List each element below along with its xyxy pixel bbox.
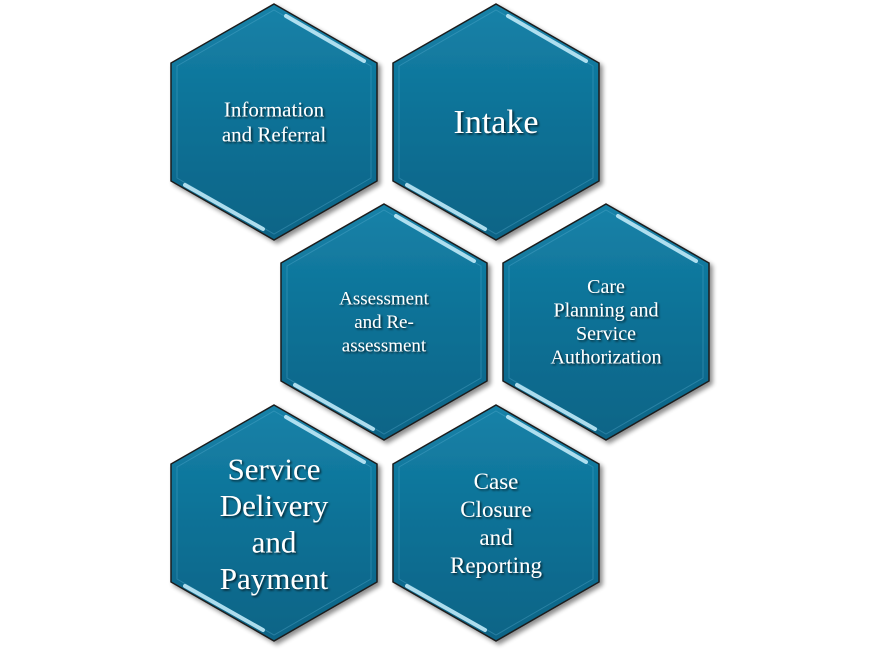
hexagon-highlight-bottom [515, 383, 597, 431]
hexagon-highlight-bottom [183, 584, 265, 632]
hexagon-label-line: Payment [220, 560, 329, 595]
hexagon-assessment-and-reassessment: Assessment and Re-assessment [280, 203, 488, 441]
hexagon-bevel [176, 9, 372, 235]
hexagon-label-line: and Re- [354, 312, 414, 333]
hexagon-label-line: and Referral [222, 123, 327, 147]
hexagon-highlight-bottom [183, 183, 265, 231]
hexagon-highlight-top [506, 14, 588, 63]
hexagon-label-line: Planning and [554, 299, 659, 321]
hexagon-highlight-bottom [405, 584, 487, 632]
hexagon-shape [170, 404, 378, 642]
hexagon-label-line: Assessment [339, 288, 429, 309]
hexagon-label-line: Intake [454, 104, 539, 141]
hexagon-bevel [176, 410, 372, 636]
hexagon-label-line: Information [224, 98, 325, 122]
hexagon-intake: Intake [392, 3, 600, 241]
hexagon-label-line: Case [474, 469, 519, 494]
hexagon-bevel [508, 209, 704, 435]
hexagon-highlight-top [284, 14, 366, 63]
hexagon-label-line: Service [576, 323, 636, 345]
hexagon-highlight-top [616, 214, 698, 263]
hexagon-shape [502, 203, 710, 441]
hexagon-label-line: Care [587, 276, 625, 298]
hexagon-bevel [398, 9, 594, 235]
hexagon-highlight-top [506, 415, 588, 464]
hexagon-label-line: Closure [460, 497, 532, 522]
hexagon-label-line: Service [228, 451, 321, 486]
hexagon-label-line: Reporting [450, 553, 542, 578]
hexagon-shape [280, 203, 488, 441]
hexagon-shape [170, 3, 378, 241]
hexagon-label-line: assessment [342, 335, 427, 356]
hexagon-label-line: and [479, 525, 513, 550]
hexagon-shape [392, 404, 600, 642]
hexagon-label: Intake [454, 104, 539, 141]
hexagon-shape [392, 3, 600, 241]
hexagon-highlight-top [394, 214, 476, 263]
hexagon-label-line: Authorization [550, 346, 661, 368]
hexagon-highlight-bottom [405, 183, 487, 231]
hexagon-label-line: Delivery [220, 487, 329, 522]
hexagon-label: Assessment and Re-assessment [339, 288, 429, 356]
hexagon-highlight-top [284, 415, 366, 464]
hexagon-highlight-bottom [293, 383, 375, 431]
hexagon-bevel [286, 209, 482, 435]
hexagon-bevel [398, 410, 594, 636]
hexagon-label-line: and [252, 524, 297, 559]
